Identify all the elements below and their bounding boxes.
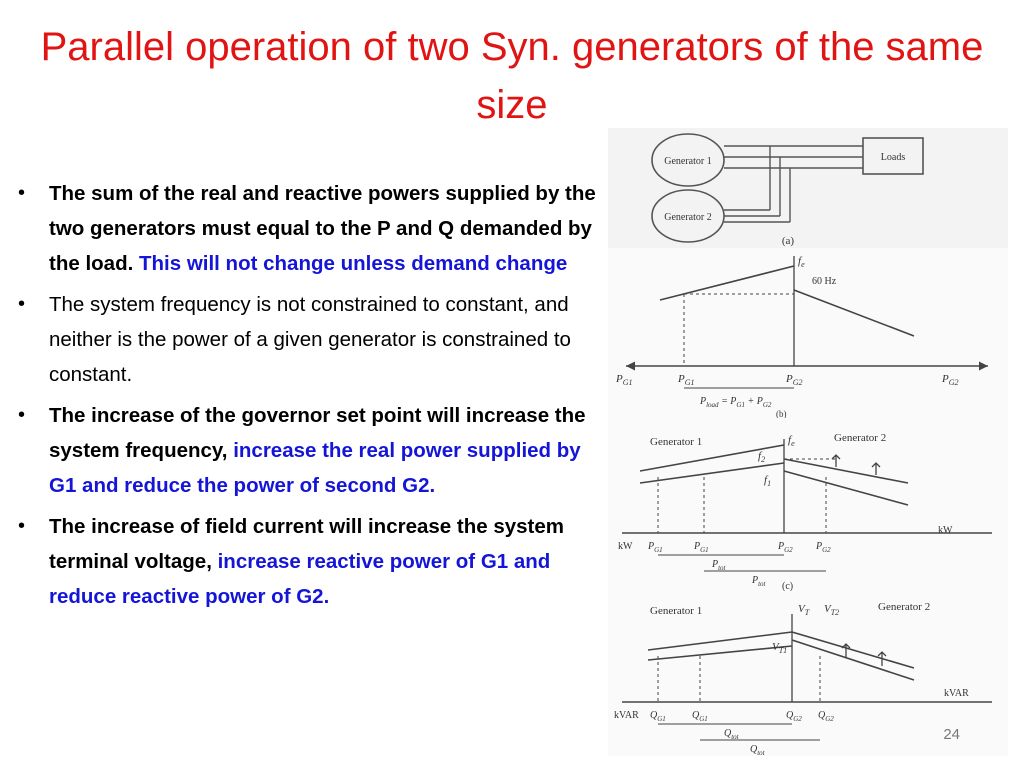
f2-label: f2 [758,450,765,464]
power-frequency-plot: fe 60 Hz PG1 PG1 PG2 PG2 Pload = PG1 + P… [615,255,988,418]
page-number: 24 [943,726,960,743]
bullet-emphasis: This will not change unless demand chang… [138,252,568,275]
ptot2-label: Ptot [751,575,767,588]
bullet-item: The increase of field current will incre… [18,509,598,614]
panel-c-fe-label: fe [788,434,795,448]
bullet-text: The system frequency is not constrained … [49,293,571,386]
bullet-emphasis: increase the real power supplied by G1 a… [49,439,581,497]
kw-right-label: kW [938,525,953,536]
vt1-label: VT1 [772,641,787,655]
bullet-item: The system frequency is not constrained … [18,287,598,392]
pg1b-label: PG1 [693,541,709,554]
kw-left-label: kW [618,541,633,552]
pg2b-label: PG2 [815,541,831,554]
caption-b: (b) [776,409,787,418]
generator-1-symbol [651,133,725,187]
bullet-item: The sum of the real and reactive powers … [18,176,598,281]
scanned-figure: Generator 1 Generator 2 Loads (a) fe 60 … [608,128,1008,756]
generator-1-label: Generator 1 [664,156,711,167]
pload-equation: Pload = PG1 + PG2 [699,396,772,409]
vt2-label: VT2 [824,603,839,617]
ptot1-label: Ptot [711,559,727,572]
kvar-right-label: kVAR [944,688,969,699]
vt-label: VT [798,603,810,617]
caption-a: (a) [782,235,795,247]
freq-60hz-label: 60 Hz [812,276,837,287]
generator-2-label: Generator 2 [664,212,711,223]
bullet-text: The increase of field current will incre… [49,515,564,573]
qtot2-label: Qtot [750,744,766,756]
panel-c-generator-2-label: Generator 2 [834,432,886,444]
pg2a-label: PG2 [777,541,793,554]
pg2-label: PG2 [785,373,803,387]
loads-box [862,137,924,175]
bullet-list: The sum of the real and reactive powers … [18,176,598,620]
qtot1-label: Qtot [724,728,740,741]
bullet-text: The sum of the real and reactive powers … [49,182,596,275]
qg2b-label: QG2 [818,710,834,723]
f1-label: f1 [764,474,771,488]
caption-c: (c) [782,581,793,591]
bullet-item: The increase of the governor set point w… [18,398,598,503]
qg2a-label: QG2 [786,710,802,723]
pg1-left-label: PG1 [615,373,633,387]
pg2-right-label: PG2 [941,373,959,387]
pg1a-label: PG1 [647,541,663,554]
qg1a-label: QG1 [650,710,666,723]
fe-label: fe [798,255,805,269]
loads-label: Loads [881,152,906,163]
governor-setpoint-plot: Generator 1 Generator 2 fe f2 f1 kW kW P… [618,432,992,591]
qg1b-label: QG1 [692,710,708,723]
slide-title: Parallel operation of two Syn. generator… [40,25,984,127]
circuit-diagram: Generator 1 Generator 2 Loads (a) [608,128,1008,248]
bullet-emphasis: increase reactive power of G1 and reduce… [49,550,551,608]
panel-d-generator-2-label: Generator 2 [878,601,930,613]
kvar-left-label: kVAR [614,710,639,721]
pg1-label: PG1 [677,373,695,387]
bullet-text: The increase of the governor set point w… [49,404,586,462]
field-current-plot: Generator 1 Generator 2 VT VT2 VT1 kVAR … [614,601,992,756]
panel-d-generator-1-label: Generator 1 [650,605,702,617]
panel-c-generator-1-label: Generator 1 [650,436,702,448]
